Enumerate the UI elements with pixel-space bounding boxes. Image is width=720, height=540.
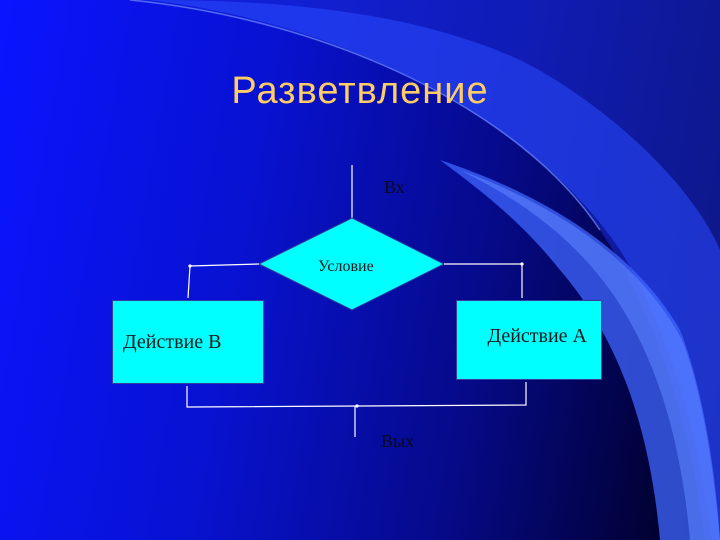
slide-title-text: Разветвление	[231, 70, 489, 112]
condition-label: Условие	[318, 258, 374, 275]
merge-line	[186, 382, 527, 408]
entry-label: Вх	[384, 177, 405, 197]
branch-right-line	[444, 263, 523, 298]
branch-right-dot	[520, 262, 524, 266]
branch-left-line	[187, 263, 260, 299]
branch-left-dot	[188, 264, 192, 268]
merge-dot	[355, 404, 359, 408]
exit-label: Вых	[381, 431, 415, 451]
action-a-box: Действие А	[456, 300, 602, 380]
condition-diamond	[257, 217, 446, 311]
action-a-label: Действие А	[487, 324, 587, 347]
slide-title: Разветвление	[0, 70, 720, 113]
action-b-label: Действие В	[123, 330, 222, 353]
action-b-box: Действие В	[112, 300, 264, 384]
